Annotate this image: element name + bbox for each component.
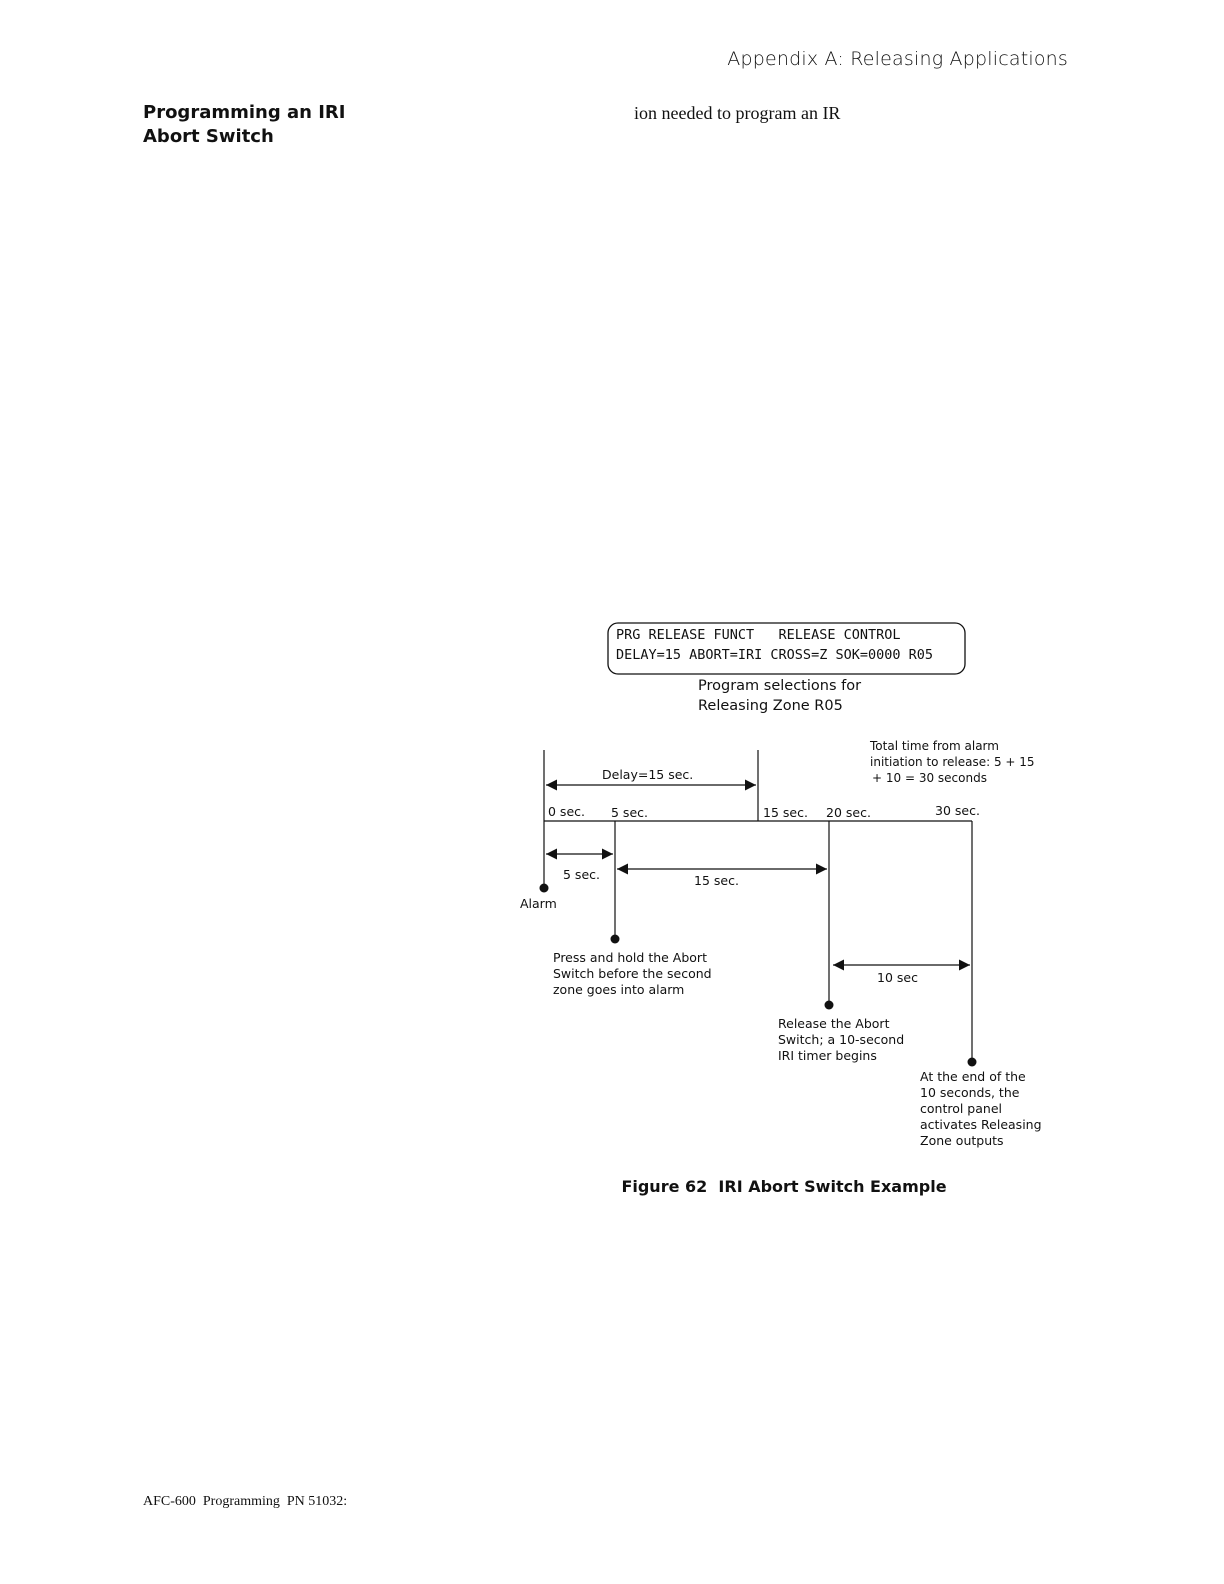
section-heading-line-2: Abort Switch bbox=[143, 126, 274, 147]
figure-caption-text: Figure 62 IRI Abort Switch Example bbox=[621, 1177, 947, 1196]
body-text-fragment: ion needed to program an IR bbox=[634, 103, 841, 123]
span-10-label: 10 sec bbox=[877, 970, 918, 985]
total-time-note-line-2: initiation to release: 5 + 15 bbox=[870, 755, 1035, 769]
lcd-line-2: DELAY=15 ABORT=IRI CROSS=Z SOK=0000 R05 bbox=[616, 647, 933, 663]
tick-label-30: 30 sec. bbox=[935, 803, 980, 818]
total-time-note-line-3: + 10 = 30 seconds bbox=[872, 771, 987, 785]
tick-label-15: 15 sec. bbox=[763, 805, 808, 820]
press-note-line-2: Switch before the second bbox=[553, 966, 712, 981]
end-note-line-3: control panel bbox=[920, 1101, 1002, 1116]
end-dot bbox=[967, 1057, 977, 1067]
lcd-caption-line-1: Program selections for bbox=[698, 678, 861, 694]
delay-label: Delay=15 sec. bbox=[602, 767, 693, 782]
tick-label-5: 5 sec. bbox=[611, 805, 648, 820]
end-note-line-5: Zone outputs bbox=[920, 1133, 1004, 1148]
total-time-note-line-1: Total time from alarm bbox=[869, 739, 999, 753]
running-header: Appendix A: Releasing Applications bbox=[727, 48, 1068, 70]
lcd-line-1: PRG RELEASE FUNCT RELEASE CONTROL bbox=[616, 627, 900, 643]
span-5-label: 5 sec. bbox=[563, 867, 600, 882]
lcd-display-frame bbox=[607, 622, 966, 675]
tick-label-0: 0 sec. bbox=[548, 804, 585, 819]
alarm-dot bbox=[539, 883, 549, 893]
release-dot bbox=[824, 1000, 834, 1010]
section-heading: Programming an IRI Abort Switch bbox=[143, 101, 383, 149]
press-dot bbox=[610, 934, 620, 944]
page-footer: AFC-600 Programming PN 51032: bbox=[143, 1494, 348, 1509]
end-note-line-4: activates Releasing bbox=[920, 1117, 1042, 1132]
tick-label-20: 20 sec. bbox=[826, 805, 871, 820]
release-note-line-2: Switch; a 10-second bbox=[778, 1032, 904, 1047]
press-note-line-1: Press and hold the Abort bbox=[553, 950, 707, 965]
end-note-line-2: 10 seconds, the bbox=[920, 1085, 1020, 1100]
press-note-line-3: zone goes into alarm bbox=[553, 982, 684, 997]
alarm-label: Alarm bbox=[520, 896, 557, 911]
release-note-line-3: IRI timer begins bbox=[778, 1048, 877, 1063]
section-heading-line-1: Programming an IRI bbox=[143, 102, 346, 123]
release-note-line-1: Release the Abort bbox=[778, 1016, 890, 1031]
end-note-line-1: At the end of the bbox=[920, 1069, 1026, 1084]
figure-caption: Figure 62 IRI Abort Switch Example bbox=[0, 1177, 1224, 1196]
span-15-label: 15 sec. bbox=[694, 873, 739, 888]
lcd-caption-line-2: Releasing Zone R05 bbox=[698, 698, 843, 714]
